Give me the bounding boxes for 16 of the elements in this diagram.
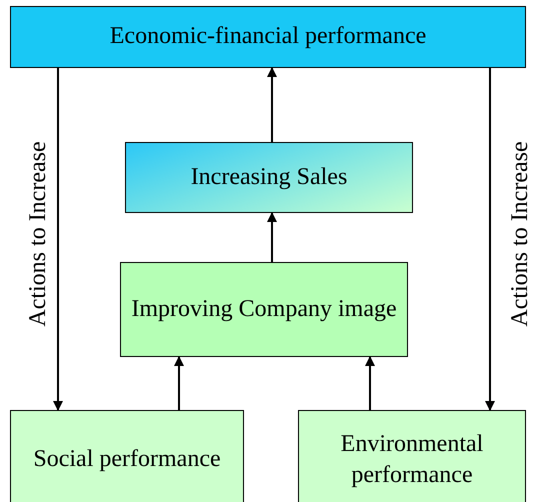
arrow bbox=[485, 68, 495, 411]
arrow bbox=[174, 356, 184, 410]
box-label: Social performance bbox=[33, 445, 221, 474]
process-box bbox=[125, 142, 413, 213]
box-label: Economic-financial performance bbox=[110, 22, 426, 52]
box-label: Improving Company image bbox=[131, 294, 397, 324]
box-label: Environmental performance bbox=[340, 430, 484, 490]
arrow bbox=[267, 212, 277, 262]
process-box bbox=[298, 410, 526, 502]
arrow bbox=[267, 67, 277, 142]
process-box bbox=[10, 6, 526, 68]
box-label: Increasing Sales bbox=[190, 162, 348, 192]
process-box bbox=[10, 410, 244, 502]
process-box bbox=[120, 262, 408, 357]
arrow bbox=[365, 356, 375, 410]
arrow bbox=[53, 68, 63, 411]
